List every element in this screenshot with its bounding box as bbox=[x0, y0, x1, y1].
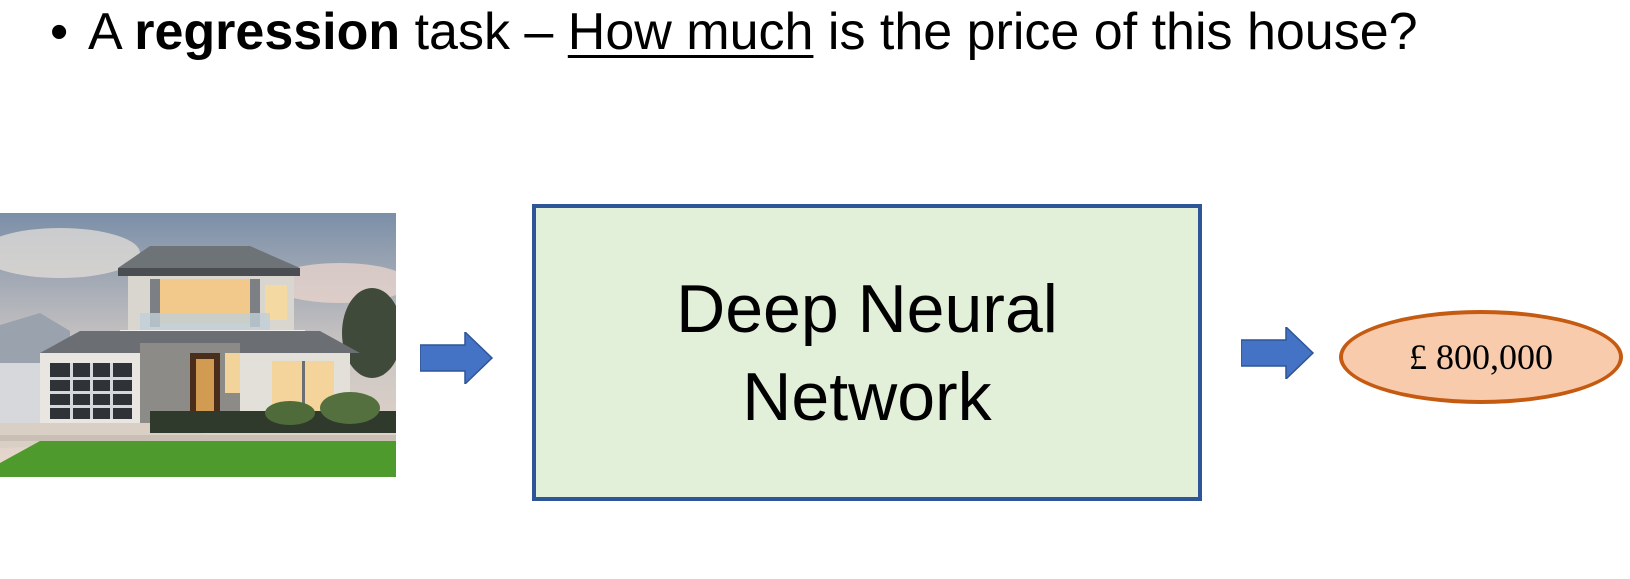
model-label: Deep Neural Network bbox=[676, 270, 1058, 435]
deep-neural-network-box: Deep Neural Network bbox=[532, 204, 1202, 501]
price-output-ellipse: £ 800,000 bbox=[1339, 310, 1623, 404]
price-value: £ 800,000 bbox=[1409, 337, 1553, 377]
heading-underlined-phrase: How much bbox=[567, 3, 814, 61]
output-arrow-icon bbox=[1241, 327, 1315, 379]
input-arrow-icon bbox=[420, 332, 494, 384]
heading-bold-word: regression bbox=[134, 3, 401, 61]
bullet-point: • bbox=[50, 3, 69, 61]
heading-text-1: A bbox=[88, 3, 135, 61]
heading-text-2: task – bbox=[400, 3, 568, 61]
heading-text-3: is the price of this house? bbox=[813, 3, 1418, 61]
bullet-heading: • A regression task – How much is the pri… bbox=[50, 2, 1418, 62]
house-photo bbox=[0, 213, 396, 477]
